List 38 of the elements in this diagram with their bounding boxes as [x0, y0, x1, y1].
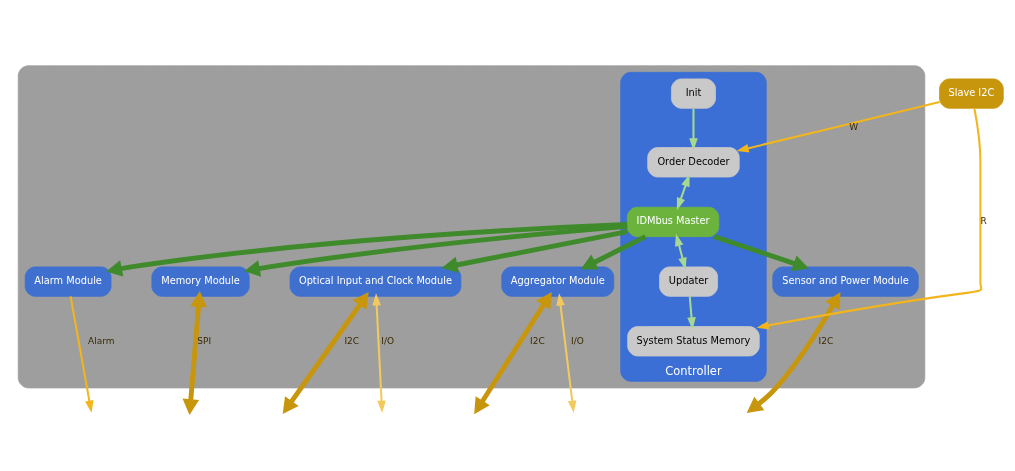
- node-box: Order Decoder: [647, 147, 740, 178]
- edge-label: I/O: [381, 335, 395, 346]
- arrow: [687, 296, 696, 330]
- arrow: [441, 229, 628, 274]
- node-box: Updater: [659, 266, 718, 297]
- arrow: [282, 292, 369, 415]
- arrow: [580, 234, 647, 270]
- node-box: Memory Module: [151, 266, 250, 297]
- arrow: [69, 296, 94, 413]
- edge-label: I2C: [344, 335, 360, 346]
- arrow: [244, 223, 628, 277]
- node-box: IDMbus Master: [626, 206, 720, 238]
- arrow: [106, 221, 628, 277]
- arrow: [756, 108, 983, 330]
- edge-label: Alarm: [88, 335, 115, 346]
- node-box: Aggregator Module: [501, 266, 615, 297]
- edge-label: SPI: [197, 335, 212, 346]
- arrow: [746, 292, 841, 414]
- edge-label: W: [849, 122, 859, 133]
- edge-label: I2C: [530, 335, 545, 346]
- arrow: [736, 101, 940, 153]
- node-box: Optical Input and Clock Module: [289, 266, 462, 297]
- edge-label: R: [980, 216, 987, 227]
- node-box: Slave I2C: [939, 78, 1004, 109]
- arrow: [372, 293, 386, 413]
- node-box: System Status Memory: [627, 326, 760, 357]
- arrow: [556, 293, 577, 413]
- node-box: Init: [671, 78, 716, 109]
- edge-label: I/O: [571, 335, 584, 346]
- cluster: [17, 65, 926, 389]
- node-box: Sensor and Power Module: [772, 266, 919, 297]
- arrow: [182, 291, 207, 415]
- arrow: [474, 291, 552, 415]
- arrow: [713, 234, 809, 272]
- node-box: Alarm Module: [24, 266, 112, 297]
- arrow: [676, 174, 690, 211]
- edge-label: I2C: [818, 335, 834, 346]
- arrow: [689, 108, 698, 151]
